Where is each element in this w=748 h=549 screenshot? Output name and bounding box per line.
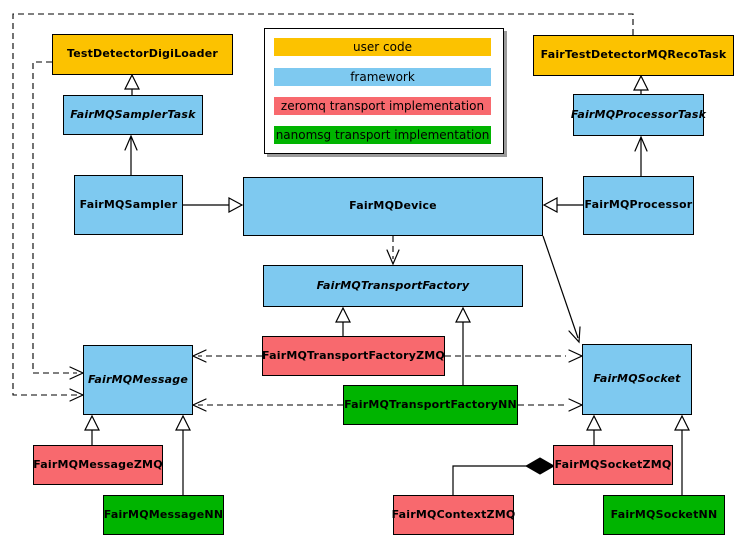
node-fairmqsocketzmq: FairMQSocketZMQ bbox=[553, 445, 673, 485]
edge-contextzmq-socketzmq-composition bbox=[452, 457, 556, 495]
edge-factorynn-socket-dashed bbox=[518, 398, 584, 412]
legend-item-user-code: user code bbox=[274, 38, 491, 56]
edge-factoryzmq-transportfactory bbox=[335, 306, 351, 336]
node-testdetectordigiloader: TestDetectorDigiLoader bbox=[52, 34, 233, 75]
edge-socketzmq-socket bbox=[586, 414, 602, 445]
node-fairmqtransportfactory: FairMQTransportFactory bbox=[263, 265, 523, 307]
node-fairmqmessagenn: FairMQMessageNN bbox=[103, 495, 224, 535]
edge-device-socket bbox=[542, 235, 581, 344]
legend-item-nanomsg: nanomsg transport implementation bbox=[274, 126, 491, 144]
node-fairmqtransportfactoryzmq: FairMQTransportFactoryZMQ bbox=[262, 336, 445, 376]
node-fairmqmessagezmq: FairMQMessageZMQ bbox=[33, 445, 163, 485]
edge-factorynn-message-dashed bbox=[191, 398, 343, 412]
node-fairmqprocessor: FairMQProcessor bbox=[583, 176, 694, 235]
edge-device-transportfactory-dashed bbox=[386, 236, 400, 266]
edge-processor-processortask bbox=[634, 135, 648, 176]
legend-item-framework: framework bbox=[274, 68, 491, 86]
node-fairmqsampler: FairMQSampler bbox=[74, 175, 183, 235]
edge-sampler-samplertask bbox=[124, 134, 138, 175]
node-fairmqsocket: FairMQSocket bbox=[582, 344, 692, 415]
edge-messagenn-message bbox=[175, 414, 191, 495]
node-fairmqtransportfactorynn: FairMQTransportFactoryNN bbox=[343, 385, 518, 425]
edge-sampler-device bbox=[183, 196, 244, 214]
node-fairmqcontextzmq: FairMQContextZMQ bbox=[392, 495, 515, 535]
node-fairmqdevice: FairMQDevice bbox=[243, 177, 543, 236]
edge-factorynn-transportfactory bbox=[455, 306, 471, 385]
node-fairmqprocessortask: FairMQProcessorTask bbox=[571, 94, 706, 136]
node-fairmqsamplertask: FairMQSamplerTask bbox=[63, 95, 203, 135]
edge-messagezmq-message bbox=[84, 414, 100, 445]
edge-factoryzmq-socket-dashed bbox=[445, 349, 584, 363]
legend-item-zeromq: zeromq transport implementation bbox=[274, 97, 491, 115]
edge-samplertask-digiloader bbox=[124, 73, 140, 95]
node-fairmqmessage: FairMQMessage bbox=[83, 345, 193, 415]
edge-processortask-recotask bbox=[633, 74, 649, 94]
edge-socketnn-socket bbox=[674, 414, 690, 495]
node-fairmqsocketnn: FairMQSocketNN bbox=[603, 495, 725, 535]
edge-factoryzmq-message-dashed bbox=[191, 349, 262, 363]
legend-box: user code framework zeromq transport imp… bbox=[264, 28, 504, 154]
edge-processor-device bbox=[542, 196, 583, 214]
node-fairtestdetectormqrecotask: FairTestDetectorMQRecoTask bbox=[533, 35, 734, 76]
